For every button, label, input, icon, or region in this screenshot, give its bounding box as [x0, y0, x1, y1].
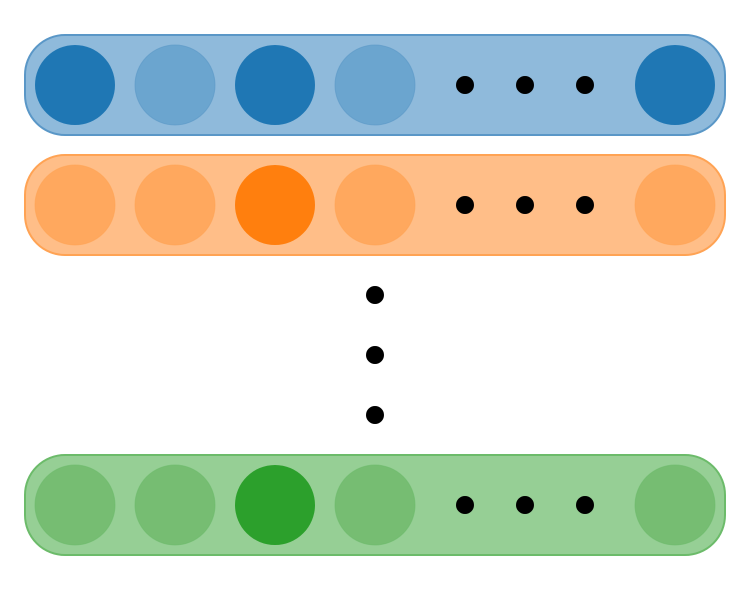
row-green-element-3-highlighted: [235, 465, 315, 545]
vertical-ellipsis-dot-2: [366, 346, 384, 364]
row-orange: [24, 154, 726, 256]
row-blue-element-1-highlighted: [35, 45, 115, 125]
row-orange-ellipsis-dot-2: [516, 196, 534, 214]
row-orange-ellipsis-dot-1: [456, 196, 474, 214]
vertical-ellipsis: [366, 286, 384, 424]
row-green: [24, 454, 726, 556]
row-blue: [24, 34, 726, 136]
row-orange-element-5: [634, 164, 716, 246]
row-blue-ellipsis-dot-3: [576, 76, 594, 94]
row-orange-element-4: [334, 164, 416, 246]
row-green-element-4: [334, 464, 416, 546]
vertical-ellipsis-dot-1: [366, 286, 384, 304]
row-orange-element-2: [134, 164, 216, 246]
row-green-ellipsis-dot-1: [456, 496, 474, 514]
row-green-ellipsis-dot-3: [576, 496, 594, 514]
row-green-ellipsis-dot-2: [516, 496, 534, 514]
row-blue-ellipsis-dot-1: [456, 76, 474, 94]
row-blue-ellipsis-dot-2: [516, 76, 534, 94]
row-orange-element-1: [34, 164, 116, 246]
row-blue-element-4: [334, 44, 416, 126]
row-orange-ellipsis-dot-3: [576, 196, 594, 214]
row-blue-element-3-highlighted: [235, 45, 315, 125]
vertical-ellipsis-dot-3: [366, 406, 384, 424]
row-green-element-1: [34, 464, 116, 546]
row-blue-element-2: [134, 44, 216, 126]
row-green-element-2: [134, 464, 216, 546]
row-orange-element-3-highlighted: [235, 165, 315, 245]
row-green-element-5: [634, 464, 716, 546]
row-blue-element-5-highlighted: [635, 45, 715, 125]
